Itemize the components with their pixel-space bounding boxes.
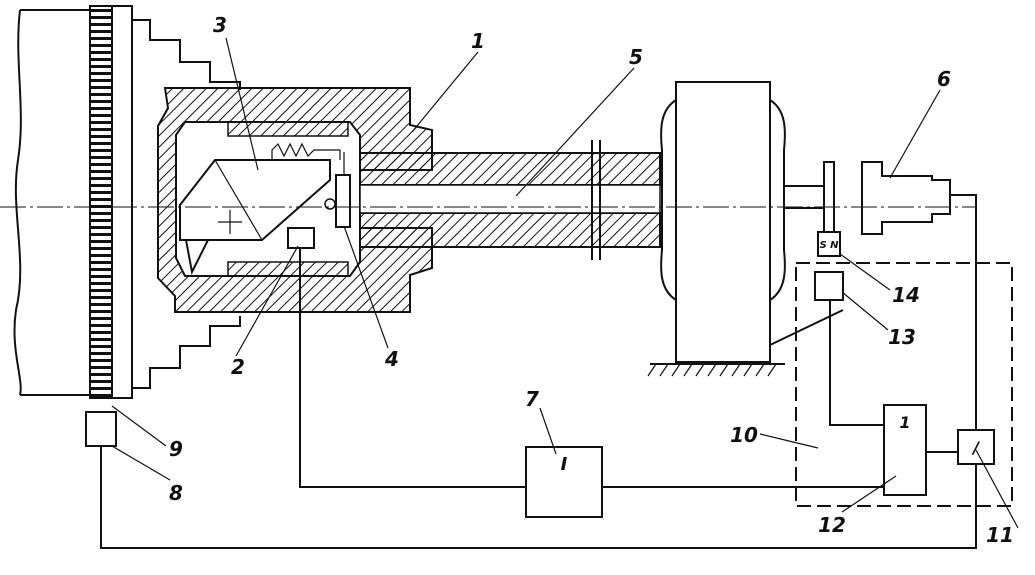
lever-4	[324, 152, 351, 228]
callout-13: 13	[888, 325, 916, 349]
element-6	[783, 161, 951, 235]
callout-3: 3	[213, 13, 227, 37]
callout-9: 9	[169, 437, 183, 461]
callout-10: 10	[730, 423, 758, 447]
callout-11: 11	[986, 523, 1014, 547]
leader-lines	[111, 37, 1019, 529]
block-13	[814, 271, 844, 301]
spring	[271, 142, 341, 160]
block-7-glyph: I	[561, 454, 568, 475]
boring-bar-5	[359, 140, 661, 260]
callout-12: 12	[818, 513, 846, 537]
machine-spindle-body	[13, 9, 90, 396]
block-8	[85, 411, 117, 447]
callout-4: 4	[384, 347, 399, 371]
sensor-2	[287, 227, 315, 249]
tool-slide-3	[179, 159, 331, 276]
callout-5: 5	[629, 45, 643, 69]
callout-numbers: 1 2 3 4 5 6 7 8 9 10 11 12 13 14	[169, 13, 1014, 547]
block-12: 1	[883, 404, 927, 496]
signal-wiring	[100, 194, 977, 549]
callout-7: 7	[525, 387, 539, 411]
callout-6: 6	[937, 67, 951, 91]
stepped-flange	[132, 19, 241, 389]
callout-1: 1	[471, 29, 485, 53]
sensor-14-glyph: S N	[819, 240, 839, 251]
block-11-glyph: /	[971, 438, 980, 457]
sensor-14: S N	[817, 231, 841, 257]
gear-wheel-9	[89, 5, 133, 399]
callout-14: 14	[892, 283, 920, 307]
callout-8: 8	[169, 481, 183, 505]
callout-2: 2	[231, 355, 245, 379]
block-11: /	[957, 429, 995, 465]
control-unit-10-outline	[795, 262, 1013, 507]
block-12-glyph: 1	[899, 413, 910, 432]
steady-rest-support	[647, 81, 786, 377]
block-7: I	[525, 446, 603, 518]
